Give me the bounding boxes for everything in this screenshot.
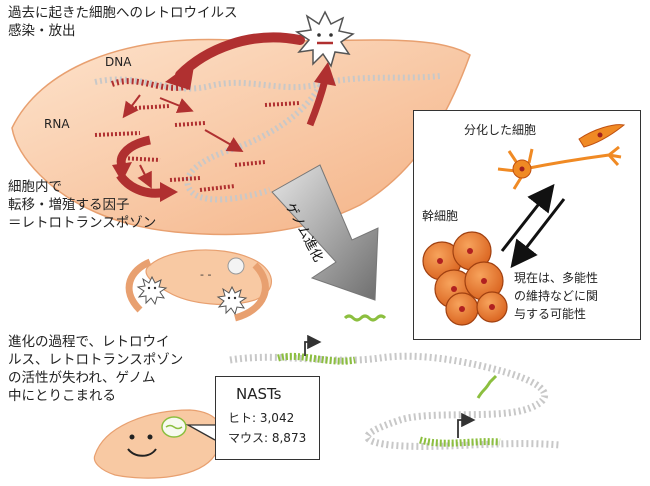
panel-title: 分化した細胞 [464, 123, 537, 137]
retrotransposon-caption: 細胞内で 転移・増殖する因子 ＝レトロトランスポゾン [8, 179, 157, 231]
small-cell-icon [93, 409, 223, 479]
panel-note: 現在は、多能性 の維持などに関 与する可能性 [514, 271, 599, 321]
nasts-mouse-count: マウス: 8,873 [228, 431, 307, 445]
dedifferentiation-arrow [510, 198, 566, 269]
top-caption: 過去に起きた細胞へのレトロウイルス 感染・放出 [8, 5, 238, 39]
neuron-icon [497, 145, 622, 190]
lower-genome-helix [229, 352, 561, 450]
nast-segment-lower [419, 436, 501, 447]
virus-cycle-icon: - - [125, 249, 273, 322]
stem-cell-graphic [422, 124, 626, 326]
transposition-arrows [122, 94, 244, 189]
nasts-box: NASTs ヒト: 3,042 マウス: 8,873 [215, 376, 320, 460]
rna-label: RNA [44, 117, 70, 131]
dna-label: DNA [105, 55, 132, 69]
nasts-callout-pointer [185, 424, 216, 441]
retrovirus-icon [294, 10, 355, 68]
nasts-human-count: ヒト: 3,042 [228, 411, 295, 425]
differentiation-arrow [500, 183, 555, 252]
stem-cell-label: 幹細胞 [422, 209, 459, 223]
nasts-title: NASTs [236, 385, 282, 403]
promoter-arrow-upper [304, 334, 322, 356]
stem-cell-panel: 分化した細胞 幹 [413, 110, 641, 340]
retro-dna-segment [110, 78, 191, 91]
promoter-arrow-lower [457, 412, 476, 438]
differentiated-cell-icon [578, 124, 626, 148]
stem-cell-cluster [422, 231, 508, 326]
nast-segment-upper [277, 352, 356, 365]
genome-dna-helix-top [94, 73, 441, 92]
svg-text:- -: - - [200, 268, 211, 281]
rna-fragments [94, 101, 301, 192]
genome-evolution-arrow [271, 164, 379, 301]
bottom-caption: 進化の過程で、レトロウイ ルス、レトロトランスポゾン の活性が失われ、ゲノム 中… [8, 334, 184, 404]
